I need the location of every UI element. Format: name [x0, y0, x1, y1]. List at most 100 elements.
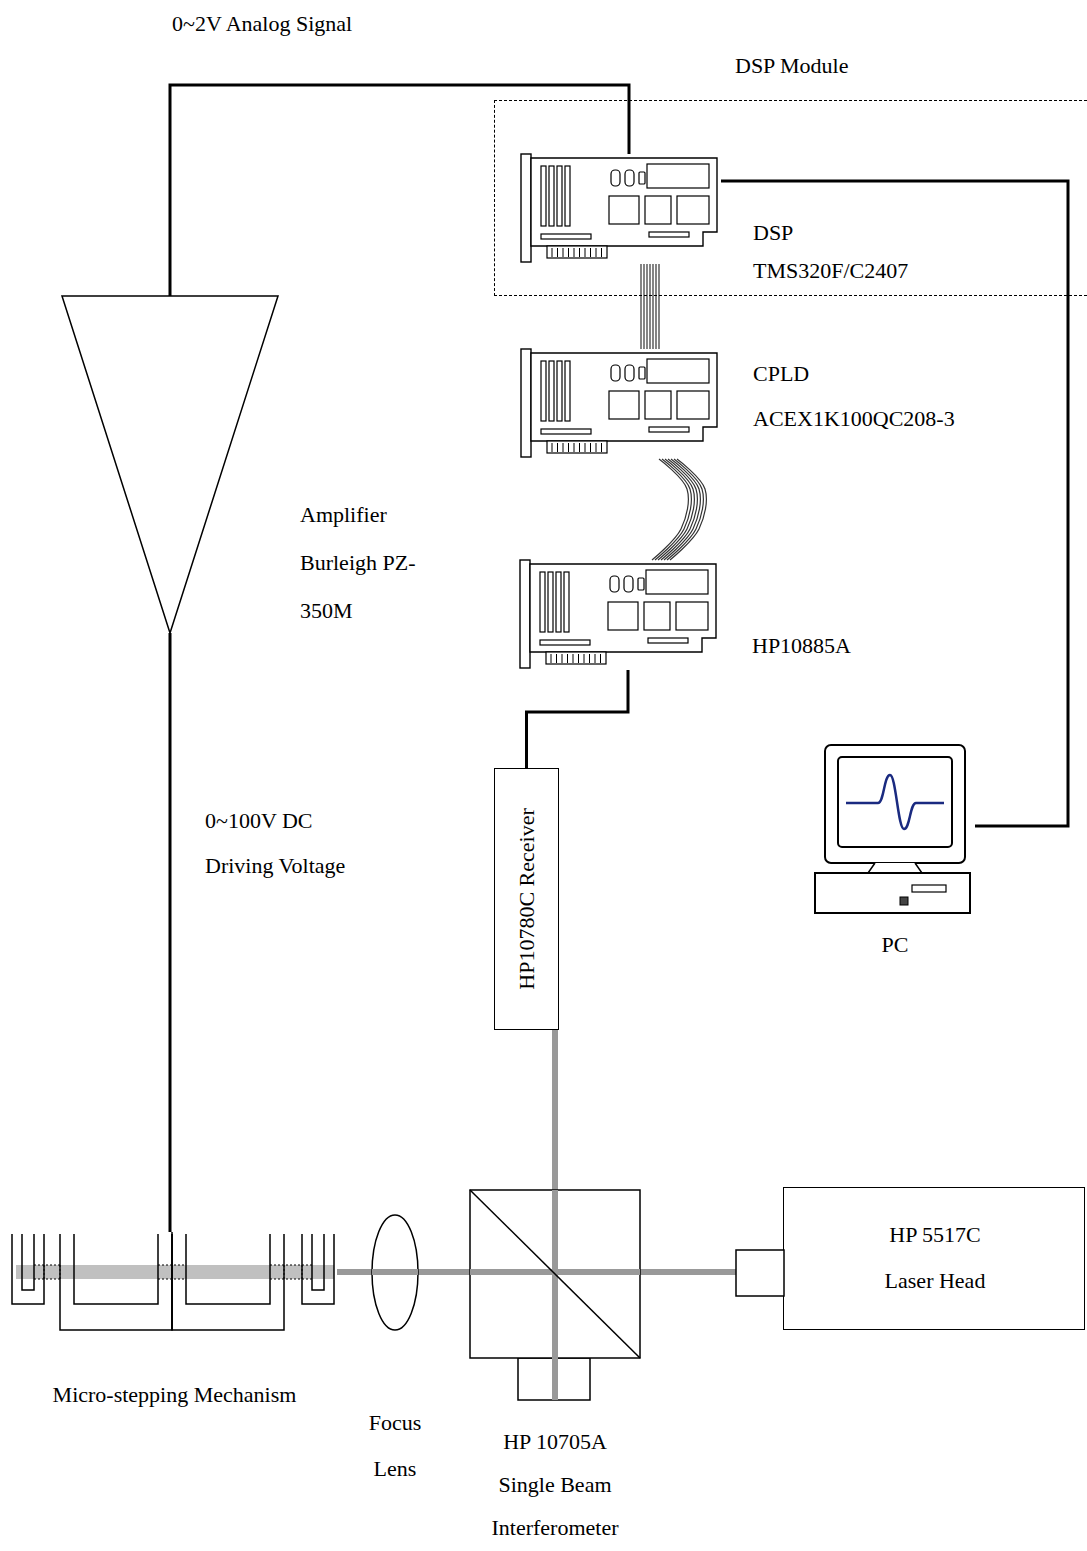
chip	[611, 365, 620, 381]
flexure-edge	[284, 1265, 285, 1279]
wire-path	[721, 181, 1068, 826]
connector-pin	[601, 443, 602, 452]
interferometer-cube: HP 10705A Single Beam Interferometer	[470, 1190, 640, 1400]
wire-path	[527, 670, 629, 768]
component-label: HP 10705A Single Beam Interferometer	[475, 1420, 635, 1549]
chip	[541, 166, 546, 226]
laser-beam	[555, 1030, 556, 1190]
chip	[639, 172, 645, 184]
end-block-inner	[312, 1234, 324, 1290]
pc-icon-shape	[815, 745, 970, 913]
card-bracket	[520, 560, 530, 668]
chip	[549, 166, 554, 226]
laser-head-box: HP 5517C Laser Head	[783, 1187, 1085, 1330]
interferometer-cube-shape	[470, 1190, 640, 1400]
connector-pin	[584, 654, 585, 663]
connector-pin	[552, 443, 553, 452]
flexure-edge	[158, 1279, 186, 1280]
flexure-edge	[60, 1265, 61, 1279]
connector-pin	[567, 654, 568, 663]
beam-path	[552, 1030, 558, 1190]
connector-pin	[585, 248, 586, 257]
connector-pin	[596, 248, 597, 257]
chip	[677, 196, 709, 224]
receiver-box: HP10780C Receiver	[494, 768, 559, 1030]
card-bracket	[521, 154, 531, 262]
connector-pin	[568, 248, 569, 257]
chip	[649, 232, 689, 237]
laser-head-box-shape	[736, 1250, 784, 1296]
focus-lens: Focus Lens	[372, 1215, 418, 1330]
laser-head-box-art	[784, 1188, 1086, 1331]
component-label: Focus Lens	[345, 1400, 445, 1492]
chip	[611, 170, 620, 186]
chip	[556, 572, 561, 632]
connector-pin	[563, 443, 564, 452]
chip	[645, 196, 671, 224]
cpld-card: CPLD ACEX1K100QC208-3	[521, 349, 721, 459]
flexure-edge	[158, 1265, 186, 1266]
signal-wire	[170, 633, 171, 1232]
chip	[541, 234, 591, 239]
dsp-card-shape	[521, 154, 717, 262]
ribbon-strand	[652, 264, 653, 349]
connector-pin	[585, 443, 586, 452]
chip	[648, 638, 688, 643]
lens-outline	[372, 1215, 418, 1330]
ribbon-strand	[658, 264, 659, 349]
flexure-edge	[34, 1279, 60, 1280]
signal-wire	[527, 670, 629, 768]
component-label: HP10885A	[752, 632, 851, 660]
cpld-card-art	[521, 349, 721, 459]
flexure-edge	[270, 1265, 312, 1266]
beam-path	[418, 1269, 470, 1275]
beam-segment	[372, 1269, 418, 1275]
amplifier-triangle-art	[62, 296, 278, 633]
connector-pin	[552, 248, 553, 257]
chip	[540, 640, 590, 645]
amplifier-triangle-shape	[62, 296, 278, 633]
stage-block	[172, 1234, 284, 1330]
connector-pin	[579, 443, 580, 452]
chip	[557, 166, 562, 226]
chip	[541, 361, 546, 421]
stage-block	[60, 1234, 172, 1330]
component-label: Amplifier Burleigh PZ-350M	[300, 491, 435, 635]
micro-stepping-mechanism-shape	[12, 1232, 334, 1330]
chip	[645, 391, 671, 419]
end-block	[12, 1234, 44, 1304]
chip	[541, 429, 591, 434]
ribbon-strand	[655, 264, 656, 349]
connector-pin	[601, 248, 602, 257]
ribbon-cable	[641, 264, 659, 349]
computer-base	[815, 873, 970, 913]
connector-pin	[557, 248, 558, 257]
stage-divider	[171, 1232, 173, 1330]
signal-wire	[170, 85, 629, 296]
pc-icon-art	[800, 745, 975, 915]
beam-segment	[552, 1190, 558, 1400]
signal-wire	[721, 181, 1068, 826]
chip	[644, 602, 670, 630]
ribbon-strand	[667, 459, 703, 560]
splitter-diagonal	[470, 1190, 640, 1358]
chip	[624, 576, 633, 592]
connector-pin	[590, 248, 591, 257]
connector-pin	[551, 654, 552, 663]
chip	[677, 391, 709, 419]
component-label: CPLD ACEX1K100QC208-3	[753, 351, 988, 441]
laser-beam	[337, 1272, 372, 1273]
component-label: DSP Module	[735, 53, 848, 79]
stage-block-inner	[74, 1234, 158, 1304]
signal-label: 0~100V DC Driving Voltage	[203, 798, 372, 888]
component-label: HP 5517C Laser Head	[865, 1212, 1005, 1304]
interface-card: HP10885A	[520, 560, 720, 670]
card-board	[531, 353, 717, 441]
dsp-card-art	[521, 154, 721, 264]
ribbon-strand	[646, 264, 647, 349]
beam-path	[337, 1269, 372, 1275]
chip	[608, 602, 638, 630]
chip	[676, 602, 708, 630]
